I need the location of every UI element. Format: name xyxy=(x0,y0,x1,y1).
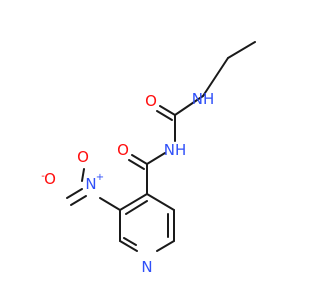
atom-o-urea: O xyxy=(145,92,157,110)
bond-ch2-nh-urea xyxy=(202,57,229,97)
bond-urea-c-o-2 xyxy=(156,110,173,121)
chemical-structure: NH O NH O N + O - O N xyxy=(41,41,256,276)
atom-n-pyridine: N xyxy=(141,258,152,276)
bond-ring-n1-c2-inner xyxy=(123,237,137,246)
bond-methyl-ch2 xyxy=(227,41,256,59)
atom-nh-urea: NH xyxy=(192,90,215,108)
bond-nh-amide-carbon xyxy=(146,152,166,165)
bond-urea-c-o-1 xyxy=(159,105,176,116)
bond-ring-c3-c4 xyxy=(119,193,148,211)
bond-ring-c6-n1 xyxy=(156,240,175,252)
bond-nitro-n-o-2 xyxy=(70,195,87,206)
atom-o-amide: O xyxy=(117,141,129,159)
bond-nh-urea-carbon xyxy=(174,95,204,116)
atom-o-nitro: O xyxy=(44,170,56,188)
bond-amide-c-o-2 xyxy=(128,159,145,170)
atom-o-nitro-minus: O xyxy=(77,148,89,166)
bond-ring-nitro-n xyxy=(99,197,121,211)
bond-ring-c3-c4-inner xyxy=(125,200,148,215)
bond-ring-n1-c2 xyxy=(119,240,138,252)
bond-nitro-n-o-minus xyxy=(81,168,85,182)
atom-nh-amide: NH xyxy=(164,141,187,159)
bond-amide-c-o-1 xyxy=(131,154,148,165)
bond-ring-c4-c5 xyxy=(146,193,175,211)
bond-nitro-n-o-1 xyxy=(66,188,83,199)
charge-n-nitro: + xyxy=(96,172,104,183)
charge-o-nitro-minus: - xyxy=(41,171,45,182)
atom-n-nitro: N xyxy=(85,175,96,193)
